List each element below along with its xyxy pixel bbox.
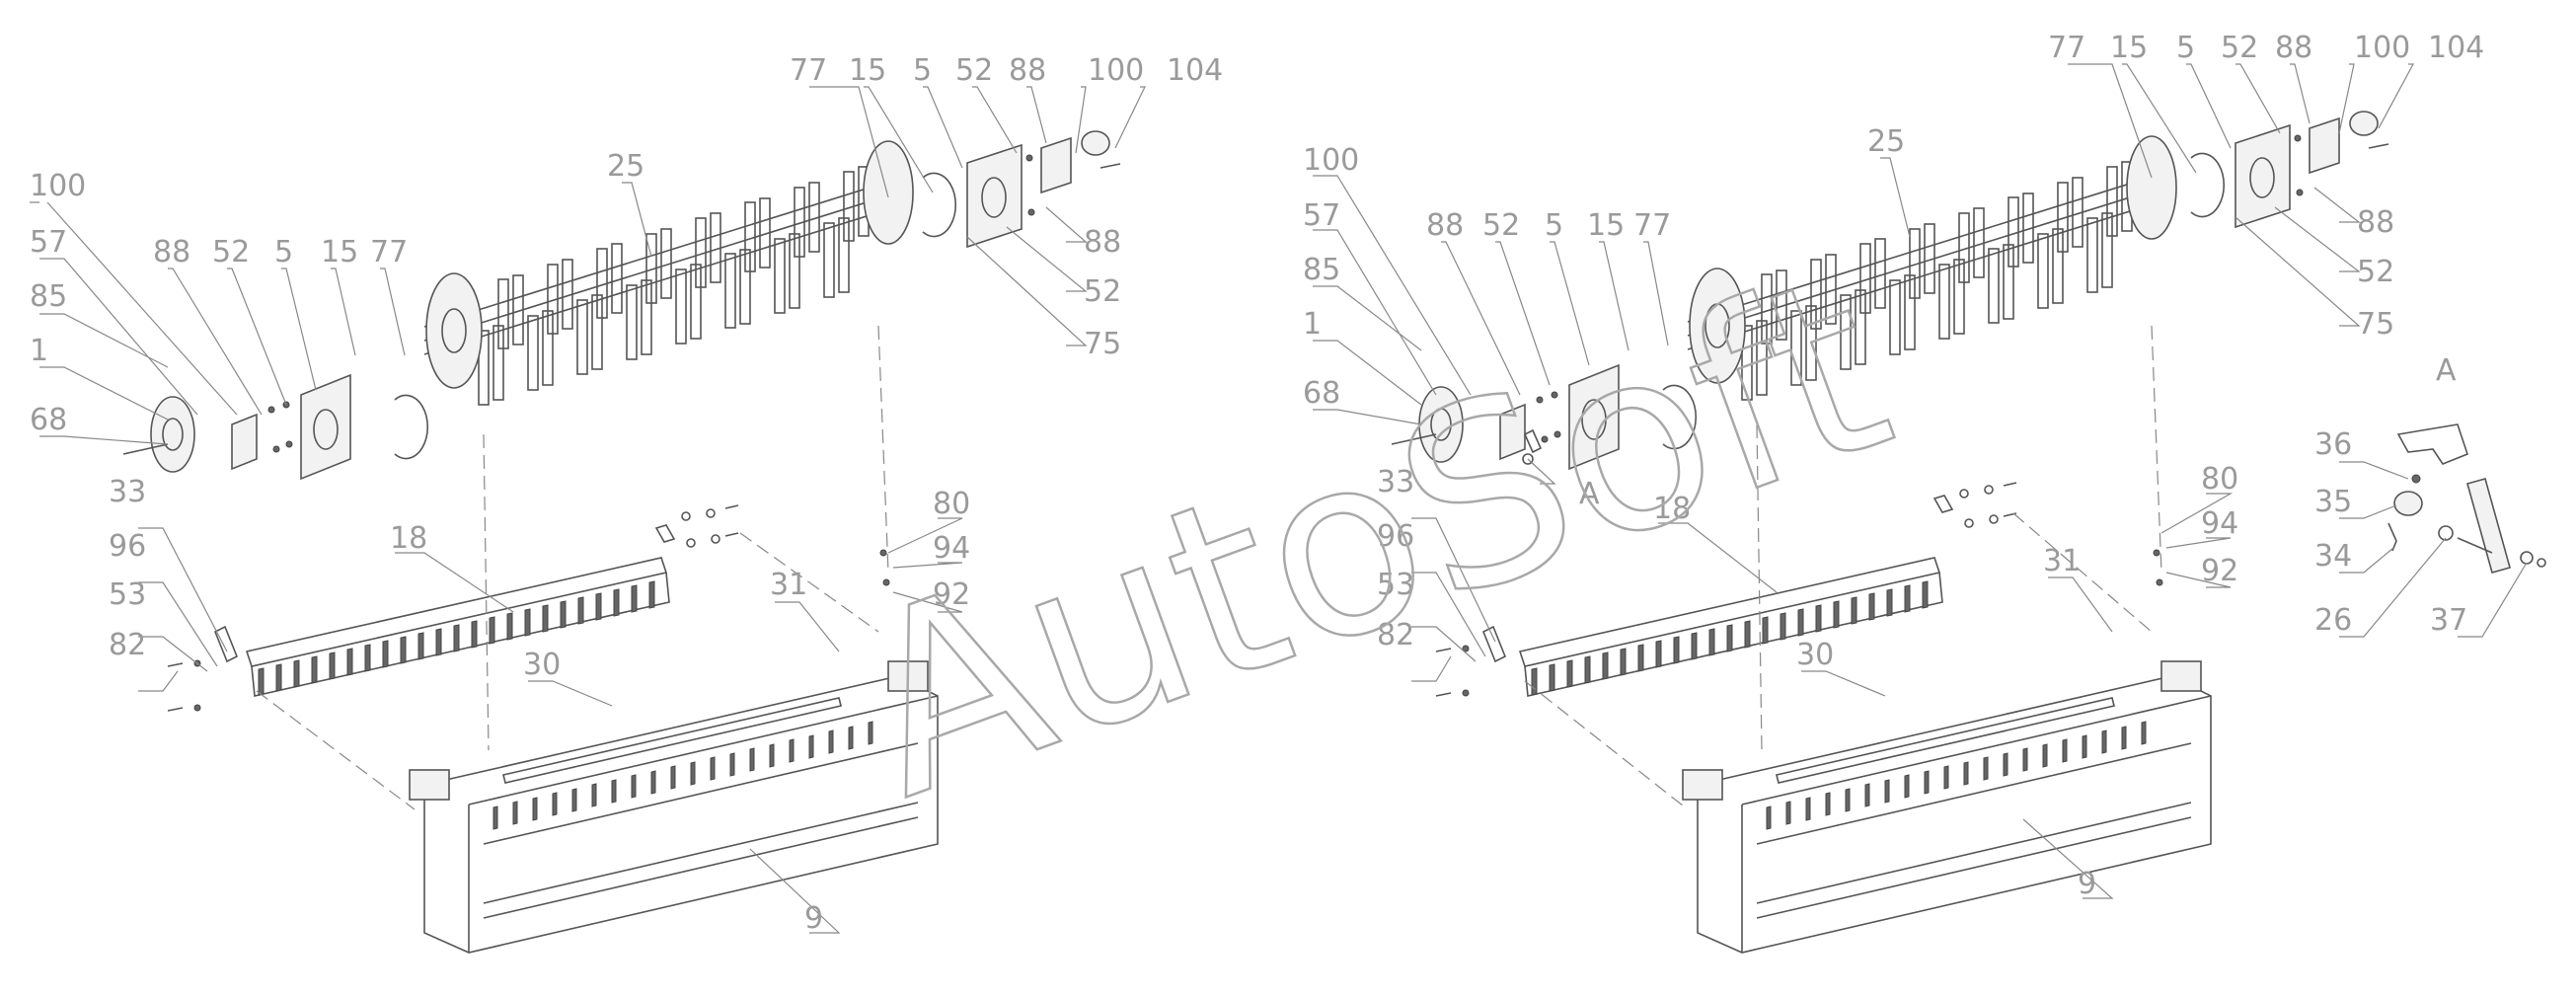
callout-label: 88 bbox=[2275, 31, 2312, 65]
callout-label: 82 bbox=[1377, 618, 1414, 652]
callout-label: 37 bbox=[2430, 603, 2467, 638]
callout-label: 96 bbox=[1377, 519, 1414, 554]
callout-label: 68 bbox=[1303, 376, 1340, 411]
callout-label: 30 bbox=[523, 648, 561, 682]
callout-label: 80 bbox=[2201, 462, 2238, 497]
callout-label: 68 bbox=[30, 403, 67, 437]
callout-label: 30 bbox=[1796, 638, 1834, 672]
callout-label: 15 bbox=[1587, 208, 1625, 243]
callout-label: 34 bbox=[2314, 539, 2352, 574]
callout-label: 77 bbox=[1633, 208, 1671, 243]
callout-label: 9 bbox=[804, 901, 823, 936]
callout-label: 33 bbox=[109, 475, 146, 509]
callout-label: 35 bbox=[2314, 485, 2352, 519]
callout-label: 77 bbox=[790, 53, 827, 88]
callout-label: 57 bbox=[30, 225, 67, 260]
callout-label: 53 bbox=[109, 577, 146, 612]
callout-label: 77 bbox=[2048, 31, 2085, 65]
view-marker-a: A bbox=[1579, 477, 1600, 511]
callout-label: 80 bbox=[933, 487, 970, 521]
callout-label: 100 bbox=[30, 169, 86, 203]
callout-label: 94 bbox=[933, 531, 970, 566]
callout-label: 18 bbox=[1653, 492, 1691, 526]
callout-label: 88 bbox=[1084, 225, 1121, 260]
callout-label: 53 bbox=[1377, 568, 1414, 602]
callout-label: 31 bbox=[2043, 544, 2081, 578]
callout-label: 82 bbox=[109, 628, 146, 662]
callout-label: 52 bbox=[2357, 255, 2394, 289]
callout-label: 100 bbox=[1088, 53, 1144, 88]
detail-a-title: A bbox=[2436, 353, 2457, 388]
callout-label: 104 bbox=[2428, 31, 2484, 65]
callout-label: 52 bbox=[2221, 31, 2258, 65]
callout-label: 25 bbox=[607, 149, 644, 184]
callout-label: 1 bbox=[1303, 307, 1322, 342]
callout-label: 33 bbox=[1377, 465, 1414, 499]
callout-label: 100 bbox=[2354, 31, 2410, 65]
callout-label: 77 bbox=[370, 235, 408, 269]
left-exploded-view: 100 57 85 1 68 88 52 5 15 77 25 77 15 5 … bbox=[30, 53, 1223, 954]
callout-label: 36 bbox=[2314, 427, 2352, 462]
callout-label: 88 bbox=[153, 235, 190, 269]
callout-label: 75 bbox=[2357, 307, 2394, 342]
callout-label: 5 bbox=[274, 235, 293, 269]
callout-label: 88 bbox=[1009, 53, 1046, 88]
callout-label: 25 bbox=[1867, 124, 1905, 159]
callout-label: 52 bbox=[1084, 274, 1121, 309]
watermark: AutoSoft bbox=[824, 219, 1921, 854]
callout-label: 5 bbox=[1545, 208, 1563, 243]
callout-label: 92 bbox=[933, 577, 970, 612]
callout-label: 15 bbox=[321, 235, 358, 269]
callout-label: 85 bbox=[30, 279, 67, 314]
callout-label: 15 bbox=[2110, 31, 2148, 65]
callout-label: 85 bbox=[1303, 253, 1340, 287]
callout-label: 57 bbox=[1303, 198, 1340, 233]
callout-label: 52 bbox=[955, 53, 993, 88]
callout-label: 88 bbox=[2357, 205, 2394, 240]
callout-label: 5 bbox=[2176, 31, 2195, 65]
callout-label: 1 bbox=[30, 334, 48, 368]
detail-a-view: A 36 35 34 26 37 bbox=[2314, 353, 2546, 638]
callout-label: 52 bbox=[212, 235, 250, 269]
right-exploded-view: 100 57 85 1 68 88 52 5 15 77 A 25 77 15 … bbox=[1303, 31, 2484, 954]
callout-label: 100 bbox=[1303, 143, 1359, 178]
callout-label: 88 bbox=[1426, 208, 1464, 243]
callout-label: 26 bbox=[2314, 603, 2352, 638]
callout-label: 9 bbox=[2078, 867, 2096, 901]
callout-label: 96 bbox=[109, 529, 146, 564]
callout-label: 94 bbox=[2201, 506, 2238, 541]
watermark-text: AutoSoft bbox=[826, 220, 1921, 853]
callout-label: 31 bbox=[770, 568, 807, 602]
callout-label: 18 bbox=[390, 521, 427, 556]
callout-label: 5 bbox=[913, 53, 932, 88]
callout-label: 75 bbox=[1084, 327, 1121, 361]
callout-label: 92 bbox=[2201, 554, 2238, 588]
callout-label: 104 bbox=[1167, 53, 1223, 88]
callout-label: 52 bbox=[1482, 208, 1520, 243]
callout-label: 15 bbox=[849, 53, 886, 88]
